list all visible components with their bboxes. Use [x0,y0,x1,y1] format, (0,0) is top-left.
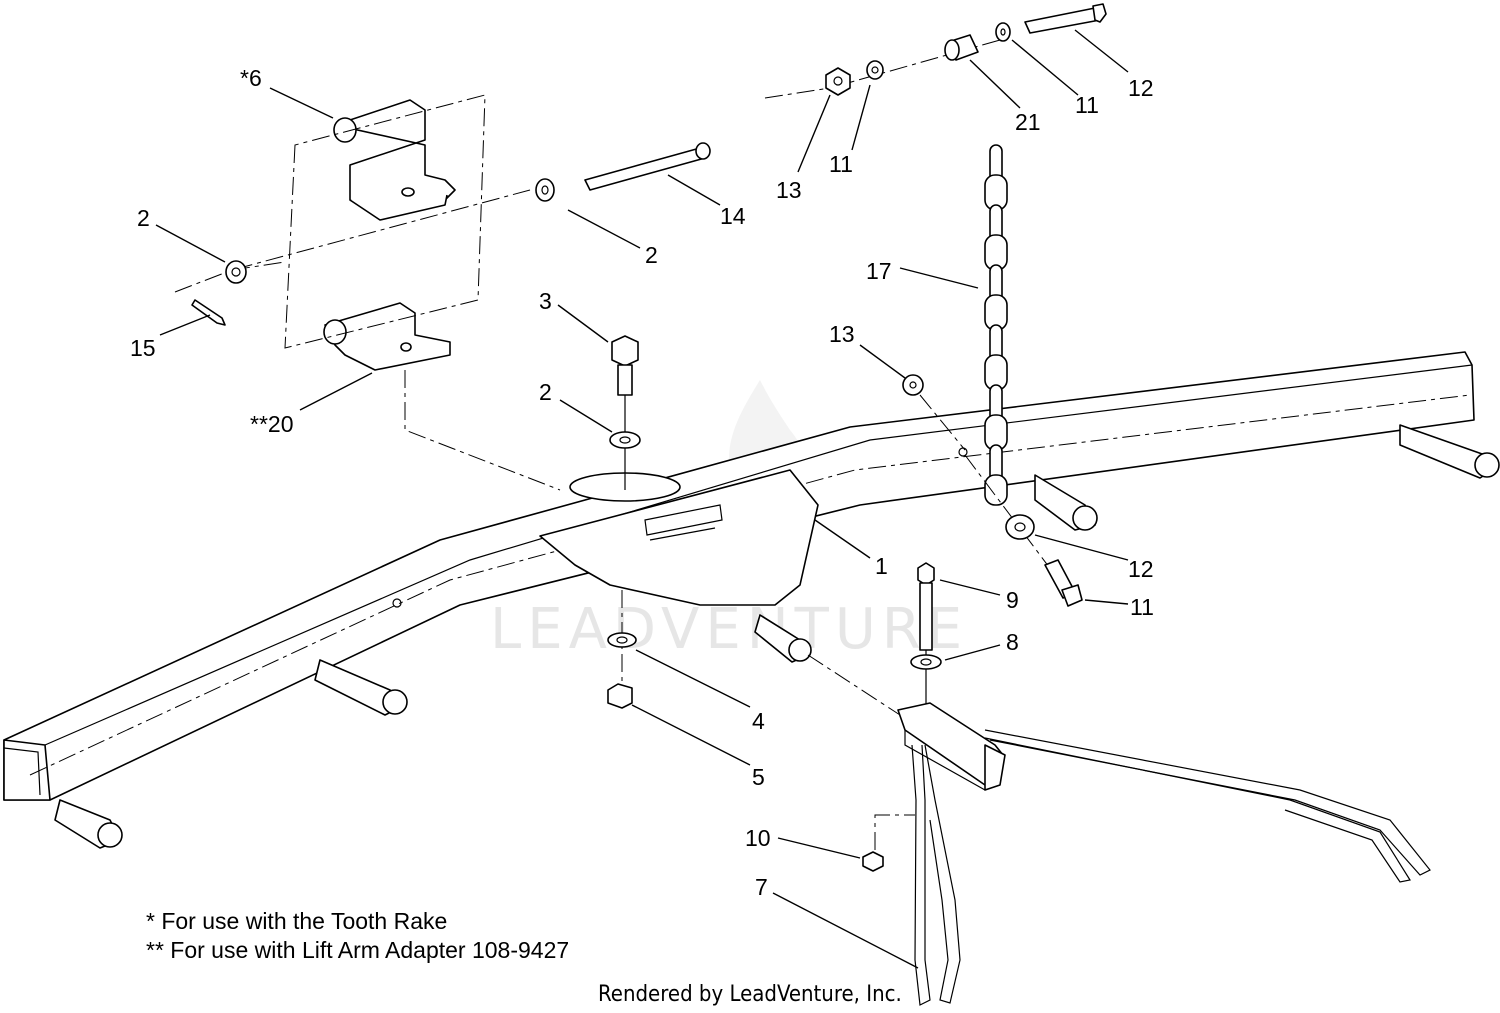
washer-2-center [609,431,641,449]
rake-tine-7 [897,702,1431,1006]
nut-13-top [825,67,851,96]
cotter-pin-15 [191,299,226,326]
callout-5: 5 [752,764,765,790]
callout-2: 2 [539,379,552,405]
callout-20: **20 [250,411,293,437]
callout-10: 10 [745,825,771,851]
leader-lines [155,29,1129,969]
washer-2-left [225,260,247,284]
frame-pins [54,424,1500,849]
callout-6: *6 [240,65,262,91]
callout-15: 15 [130,335,156,361]
washer-2-pin [535,178,555,202]
washer-4 [607,632,637,648]
washer-13-mid [902,374,924,396]
bolt-3 [611,335,639,396]
hinge-6 [333,99,456,221]
bolt-12-top [1024,7,1101,34]
callout-2: 2 [137,205,150,231]
watermark-text: LEADVENTURE [490,597,968,662]
callout-12: 12 [1128,75,1154,101]
callout-13: 13 [776,177,802,203]
callout-12: 12 [1128,556,1154,582]
callout-4: 4 [752,708,765,734]
callout-21: 21 [1015,109,1041,135]
callout-11: 11 [1130,594,1154,620]
hitch-bracket [539,469,819,606]
callout-13: 13 [829,321,855,347]
footnote-lift-arm: ** For use with Lift Arm Adapter 108-942… [146,937,569,963]
callout-9: 9 [1006,587,1019,613]
washer-12-mid [1005,514,1035,540]
callout-8: 8 [1006,629,1019,655]
callout-11: 11 [1075,92,1099,118]
hinge-20 [323,302,451,371]
callout-3: 3 [539,288,552,314]
callout-1: 1 [875,553,888,579]
footnote-tooth-rake: * For use with the Tooth Rake [146,908,447,934]
washer-11-right [995,22,1011,42]
bolt-9 [917,562,935,651]
washer-11-top [866,60,884,80]
chain-17 [984,144,1008,506]
washer-8 [910,654,942,670]
nut-5 [607,683,633,709]
nut-10 [862,851,884,872]
callout-7: 7 [755,874,768,900]
callout-14: 14 [720,203,746,229]
pin-14 [584,147,706,191]
callout-11: 11 [829,151,853,177]
callout-2: 2 [645,242,658,268]
callout-17: 17 [866,258,892,284]
render-credit: Rendered by LeadVenture, Inc. [598,982,902,1007]
